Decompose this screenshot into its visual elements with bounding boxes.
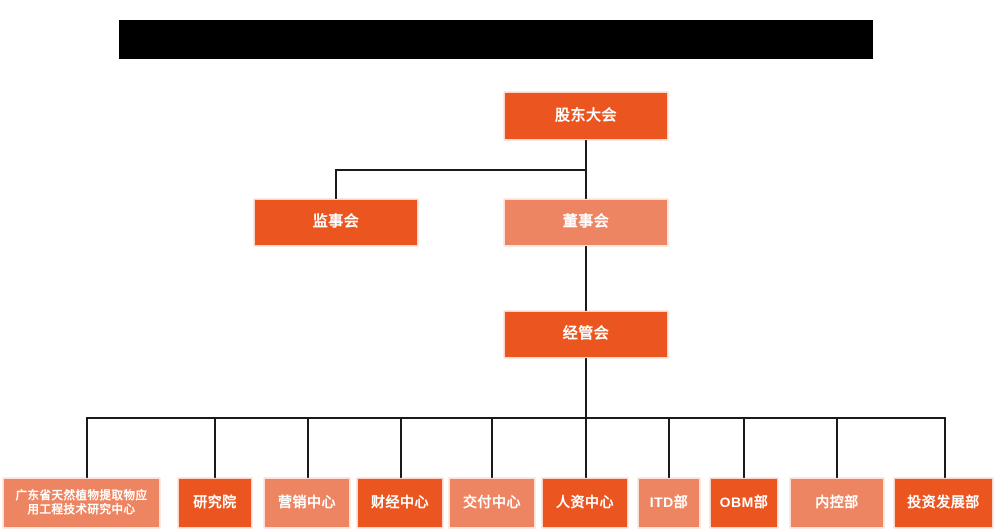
- node-label: 交付中心: [463, 494, 521, 511]
- drop-line-obm: [743, 417, 745, 479]
- connector-shareholders-down: [585, 139, 587, 170]
- node-label: 财经中心: [371, 494, 429, 511]
- node-institute[interactable]: 研究院: [178, 478, 252, 528]
- drop-line-hr: [585, 417, 587, 479]
- drop-line-investment: [944, 417, 946, 479]
- node-board-of-supervisors[interactable]: 监事会: [254, 199, 418, 246]
- node-label-line1: 广东省天然植物提取物应: [15, 489, 148, 502]
- node-label: 内控部: [815, 494, 859, 511]
- node-research-center[interactable]: 广东省天然植物提取物应用工程技术研究中心: [3, 478, 160, 528]
- redacted-title-banner: [119, 20, 873, 59]
- node-itd-department[interactable]: ITD部: [638, 478, 700, 528]
- drop-line-marketing: [307, 417, 309, 479]
- connector-shareholders-bus: [335, 169, 587, 171]
- node-marketing-center[interactable]: 营销中心: [264, 478, 350, 528]
- node-shareholders-meeting[interactable]: 股东大会: [504, 92, 668, 140]
- node-management-committee[interactable]: 经管会: [504, 311, 668, 358]
- connector-department-bus: [86, 417, 946, 419]
- connector-management-down: [585, 357, 587, 419]
- node-board-of-directors[interactable]: 董事会: [504, 199, 668, 246]
- node-label: 经管会: [562, 325, 610, 343]
- drop-line-internal-control: [836, 417, 838, 479]
- node-label: OBM部: [719, 494, 769, 511]
- drop-line-delivery: [491, 417, 493, 479]
- node-label: 监事会: [312, 213, 360, 231]
- node-label: 董事会: [562, 213, 610, 231]
- node-investment-development-department[interactable]: 投资发展部: [894, 478, 993, 528]
- node-obm-department[interactable]: OBM部: [710, 478, 778, 528]
- connector-directors-to-management: [585, 242, 587, 311]
- node-label-multiline: 广东省天然植物提取物应用工程技术研究中心: [4, 489, 159, 518]
- node-label: 股东大会: [554, 106, 617, 124]
- connector-to-supervisors: [335, 169, 337, 200]
- node-delivery-center[interactable]: 交付中心: [449, 478, 535, 528]
- drop-line-research-center: [86, 417, 88, 479]
- node-label: 营销中心: [278, 494, 336, 511]
- node-label-line2: 用工程技术研究中心: [27, 504, 136, 516]
- node-hr-center[interactable]: 人资中心: [542, 478, 628, 528]
- drop-line-itd: [668, 417, 670, 479]
- connector-to-directors: [585, 169, 587, 200]
- node-label: 研究院: [193, 494, 237, 511]
- node-label: ITD部: [649, 494, 689, 511]
- drop-line-institute: [214, 417, 216, 479]
- redacted-title-text: [119, 20, 873, 59]
- node-label: 投资发展部: [907, 494, 980, 511]
- node-finance-center[interactable]: 财经中心: [357, 478, 443, 528]
- node-internal-control-department[interactable]: 内控部: [790, 478, 884, 528]
- drop-line-finance: [400, 417, 402, 479]
- node-label: 人资中心: [556, 494, 614, 511]
